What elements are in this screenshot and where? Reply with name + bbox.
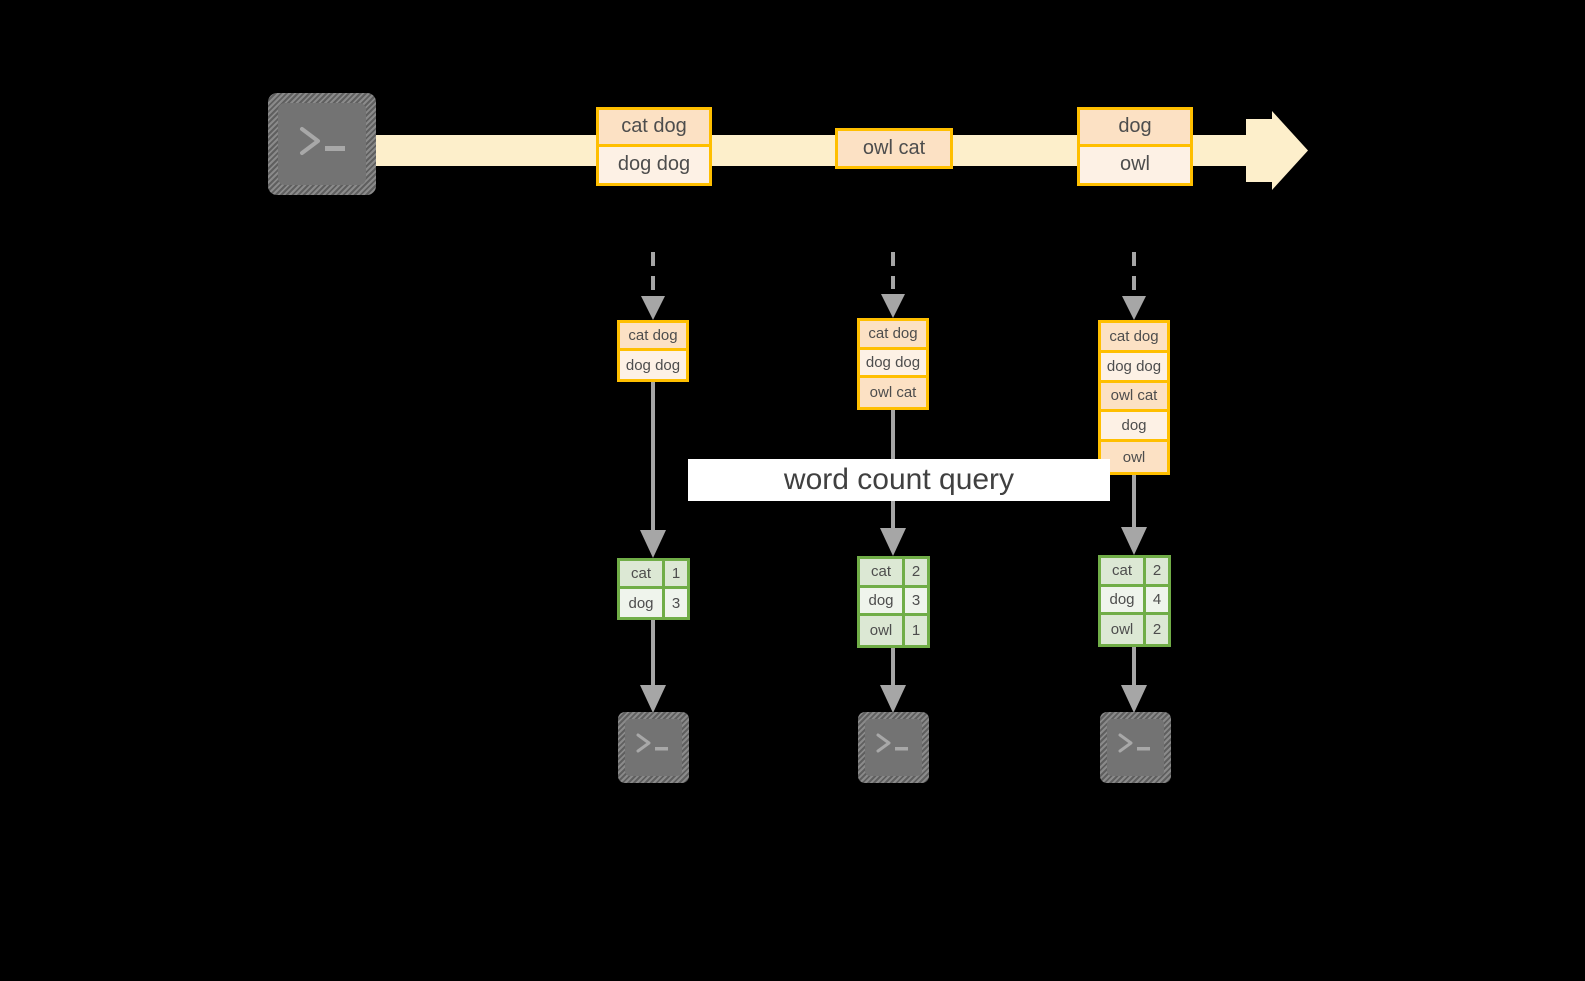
- count-value: 4: [1146, 586, 1168, 613]
- stream-batch-3-line: owl: [1080, 146, 1190, 183]
- terminal-screen: [1107, 719, 1164, 776]
- snapshot-2-record: dog dog: [860, 349, 926, 379]
- snapshot-1-records: cat dog dog dog: [617, 320, 689, 382]
- count-value: 1: [905, 616, 927, 645]
- snapshot-2-counts-table: cat 2 dog 3 owl 1: [857, 556, 930, 648]
- count-value: 2: [1146, 558, 1168, 584]
- count-word: dog: [1101, 586, 1146, 613]
- count-word: owl: [860, 616, 905, 645]
- snapshot-1-query-connector: [640, 382, 666, 558]
- terminal-prompt-glyph: [636, 733, 668, 753]
- snapshot-2-records: cat dog dog dog owl cat: [857, 318, 929, 410]
- count-word: owl: [1101, 615, 1146, 644]
- count-word: cat: [860, 559, 905, 585]
- snapshot-3-record: cat dog: [1101, 323, 1167, 353]
- snapshot-3-records: cat dog dog dog owl cat dog owl: [1098, 320, 1170, 475]
- terminal-prompt-glyph: [876, 733, 908, 753]
- snapshot-3-record: dog: [1101, 412, 1167, 443]
- snapshot-3-record: owl: [1101, 442, 1167, 472]
- stream-batch-2-line: owl cat: [838, 131, 950, 166]
- snapshot-3-record: dog dog: [1101, 352, 1167, 383]
- snapshot-1-output-connector: [640, 620, 666, 713]
- terminal-screen: [865, 719, 922, 776]
- table-row: dog 3: [620, 589, 687, 617]
- producer-terminal-icon: [268, 93, 376, 195]
- snapshot-1-consumer-terminal-icon: [618, 712, 689, 783]
- snapshot-3-query-connector: [1121, 475, 1147, 555]
- snapshot-1-tap-connector: [641, 252, 665, 320]
- snapshot-3-record: owl cat: [1101, 382, 1167, 413]
- table-row: dog 3: [860, 587, 927, 617]
- count-value: 1: [665, 561, 687, 586]
- snapshot-1-counts-table: cat 1 dog 3: [617, 558, 690, 620]
- terminal-screen: [625, 719, 682, 776]
- snapshot-1-record: cat dog: [620, 323, 686, 351]
- snapshot-3-counts-table: cat 2 dog 4 owl 2: [1098, 555, 1171, 647]
- stream-batch-1-line: dog dog: [599, 146, 709, 183]
- count-word: dog: [860, 587, 905, 614]
- stream-batch-3-line: dog: [1080, 110, 1190, 147]
- stream-batch-1: cat dog dog dog: [596, 107, 712, 186]
- table-row: owl 2: [1101, 615, 1168, 644]
- snapshot-3-consumer-terminal-icon: [1100, 712, 1171, 783]
- count-value: 2: [905, 559, 927, 585]
- table-row: owl 1: [860, 616, 927, 645]
- count-value: 2: [1146, 615, 1168, 644]
- terminal-prompt-glyph: [1118, 733, 1150, 753]
- snapshot-2-consumer-terminal-icon: [858, 712, 929, 783]
- snapshot-2-tap-connector: [881, 252, 905, 318]
- stream-batch-1-line: cat dog: [599, 110, 709, 147]
- snapshot-2-output-connector: [880, 648, 906, 713]
- count-value: 3: [665, 589, 687, 617]
- stream-arrowhead: [1246, 111, 1308, 190]
- snapshot-2-record: owl cat: [860, 378, 926, 407]
- table-row: cat 1: [620, 561, 687, 589]
- snapshot-2-record: cat dog: [860, 321, 926, 350]
- snapshot-1-record: dog dog: [620, 351, 686, 379]
- terminal-prompt-glyph: [300, 127, 345, 155]
- table-row: cat 2: [1101, 558, 1168, 587]
- count-word: cat: [1101, 558, 1146, 584]
- stream-batch-2: owl cat: [835, 128, 953, 169]
- word-count-query-label: word count query: [783, 463, 1015, 496]
- terminal-screen: [278, 103, 366, 185]
- stream-batch-3: dog owl: [1077, 107, 1193, 186]
- table-row: cat 2: [860, 559, 927, 588]
- count-word: dog: [620, 589, 665, 617]
- count-value: 3: [905, 587, 927, 614]
- count-word: cat: [620, 561, 665, 586]
- snapshot-3-tap-connector: [1122, 252, 1146, 320]
- table-row: dog 4: [1101, 586, 1168, 616]
- snapshot-3-output-connector: [1121, 647, 1147, 713]
- word-count-query-banner: word count query: [688, 459, 1110, 501]
